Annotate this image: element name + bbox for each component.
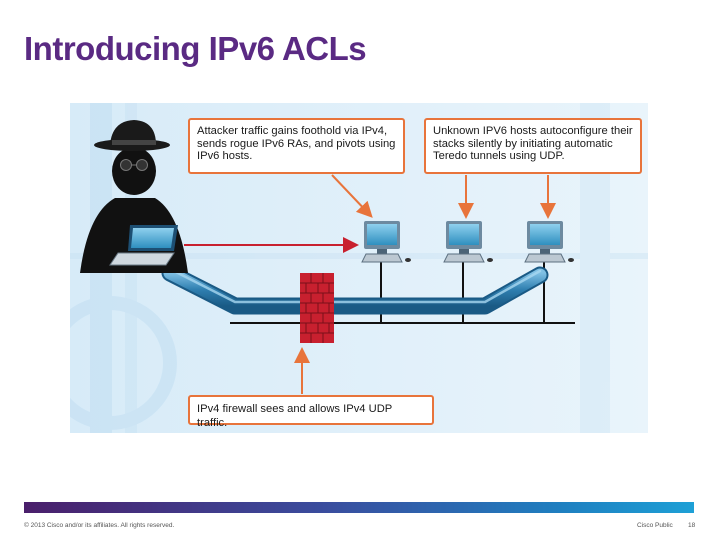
firewall-icon <box>300 273 334 343</box>
firewall-callout: IPv4 firewall sees and allows IPv4 UDP t… <box>188 395 434 429</box>
copyright-notice: © 2013 Cisco and/or its affiliates. All … <box>24 522 175 529</box>
host-computer-icon <box>443 221 493 263</box>
host-computer-icon <box>524 221 574 263</box>
slide-title: Introducing IPv6 ACLs <box>24 30 367 67</box>
tunnel-pipe <box>163 266 547 313</box>
unknown-hosts-callout: Unknown IPV6 hosts autoconfigure their s… <box>424 118 642 174</box>
footer-bar <box>24 502 694 513</box>
attacker-callout: Attacker traffic gains foothold via IPv4… <box>188 118 405 174</box>
network-diagram: Attacker traffic gains foothold via IPv4… <box>70 103 648 433</box>
callout-arrow <box>331 174 373 218</box>
host-computer-icon <box>361 221 411 263</box>
page-number: 18 <box>688 522 696 529</box>
attacker-laptop-icon <box>109 225 178 266</box>
confidentiality-label: Cisco Public <box>637 522 673 529</box>
